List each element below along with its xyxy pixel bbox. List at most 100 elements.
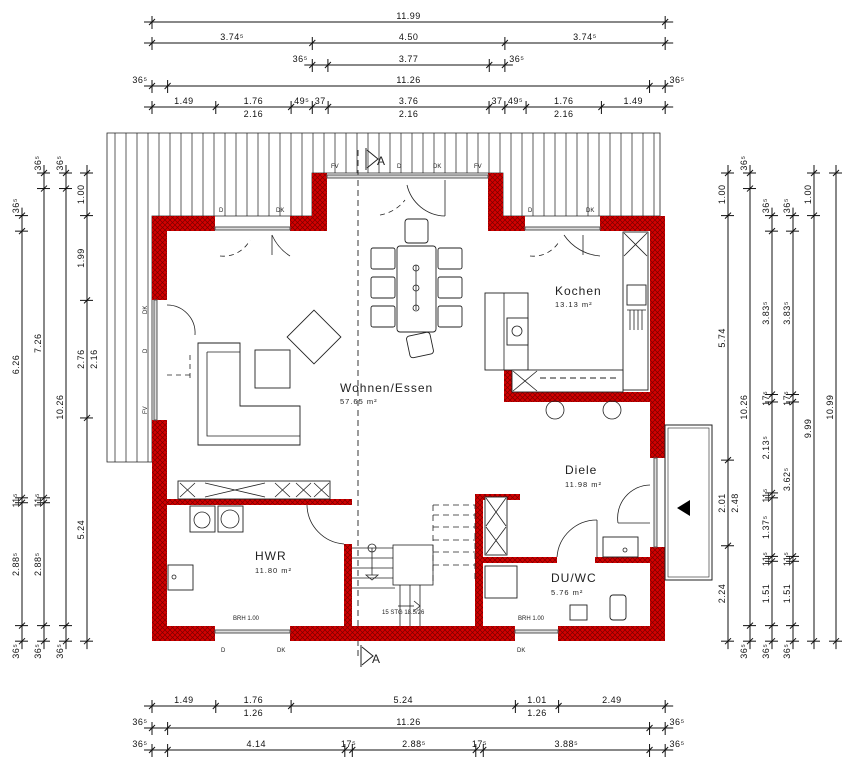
dimension-label: 2.88⁵ (33, 552, 43, 576)
dimension-label: 36⁵ (132, 75, 147, 85)
dimension-label: 6.26 (11, 355, 21, 375)
dimension-label: 1.49 (174, 695, 194, 705)
interior-floor (167, 188, 650, 626)
dimension-label: 11⁵ (761, 552, 771, 567)
dimension-label: 36⁵ (293, 54, 308, 64)
dimension-tick (62, 637, 70, 645)
dimension-tick (661, 82, 669, 90)
dimension-label: 10.99 (825, 395, 835, 420)
dimension-label: 1.00 (76, 185, 86, 205)
dimension-label: 2.16 (89, 349, 99, 369)
dimension-label: 1.76 (554, 96, 574, 106)
windows (153, 174, 658, 634)
dimension-tick (308, 39, 316, 47)
window-label: DK (276, 208, 284, 214)
dimension-tick (148, 39, 156, 47)
room-area: 57.65 m² (340, 397, 378, 406)
dimension-label: 36⁵ (55, 155, 65, 170)
dimension-tick (479, 746, 487, 754)
dimension-tick (501, 39, 509, 47)
dimension-tick (789, 391, 797, 398)
dimension-tick (724, 212, 732, 219)
dimension-tick (148, 82, 156, 90)
utility-furniture (167, 480, 331, 591)
dimension-tick (40, 499, 48, 507)
dimension-tick (341, 746, 349, 754)
dimension-label: 11⁵ (33, 493, 43, 508)
dimension-tick (348, 746, 356, 754)
dimension-label: 7.26 (33, 333, 43, 353)
dimension-tick (308, 103, 316, 111)
dimension-tick (724, 542, 732, 550)
dimension-label: 1.26 (527, 708, 547, 718)
dimension-tick (148, 18, 156, 26)
dimension-label: 2.24 (717, 584, 727, 604)
dimension-label: 36⁵ (782, 644, 792, 659)
room-name-hwr: HWR (255, 549, 287, 563)
dimension-label: 4.14 (246, 739, 266, 749)
dimension-tick (768, 212, 776, 219)
dimension-label: 36⁵ (11, 644, 21, 659)
dimension-tick (18, 637, 26, 645)
dimension-tick (555, 702, 562, 710)
dimension-tick (472, 746, 480, 754)
section-marker-bottom: A (360, 645, 380, 667)
room-labels: Wohnen/Essen 57.65 m² Kochen 13.13 m² Di… (255, 284, 602, 597)
window-label: D (528, 208, 533, 214)
dimension-label: 3.74⁵ (573, 32, 597, 42)
dimension-label: 3.62⁵ (782, 467, 792, 491)
dimension-tick (661, 724, 669, 732)
room-name-kochen: Kochen (555, 284, 602, 298)
dimension-label: 36⁵ (670, 75, 685, 85)
dimension-tick (40, 494, 48, 502)
dimension-label: 5.24 (393, 695, 413, 705)
dimension-tick (810, 212, 818, 219)
dimension-label: 36⁵ (670, 717, 685, 727)
dimension-label: 11⁵ (11, 493, 21, 508)
dimension-label: 36⁵ (509, 54, 524, 64)
entrance-canopy (664, 424, 713, 581)
dimension-tick (789, 557, 797, 565)
dimension-tick (18, 499, 26, 507)
dimension-label: 11⁵ (782, 552, 792, 567)
bathroom-fixtures (484, 496, 639, 621)
dimension-label: 4.50 (399, 32, 419, 42)
sill-height-label: BRH 1.00 (518, 616, 545, 622)
dimension-tick (746, 185, 754, 192)
dimension-tick (661, 18, 669, 26)
dimension-tick (287, 103, 295, 111)
dimension-label: 36⁵ (33, 644, 43, 659)
dimension-tick (789, 637, 797, 645)
window-label: FV (331, 164, 339, 170)
dining-set (370, 218, 463, 359)
dimension-tick (62, 622, 70, 629)
dimension-label: 1.00 (803, 185, 813, 205)
dimension-tick (18, 622, 26, 629)
window-label: FV (474, 164, 482, 170)
dimension-label: 36⁵ (670, 739, 685, 749)
dimension-tick (789, 622, 797, 629)
dimension-label: 36⁵ (11, 198, 21, 213)
dimension-label: 36⁵ (55, 644, 65, 659)
dimension-label: 5.74 (717, 328, 727, 348)
dimension-tick (212, 103, 220, 111)
dimension-tick (148, 702, 156, 710)
dimension-tick (646, 746, 653, 754)
dimension-tick (522, 103, 530, 111)
dimension-tick (485, 61, 493, 69)
dimension-label: 2.49 (602, 695, 622, 705)
dimension-tick (148, 724, 156, 732)
dimension-label: 10.26 (55, 395, 65, 420)
window-label: D (143, 348, 149, 353)
dimension-tick (40, 169, 48, 177)
dimension-tick (83, 169, 91, 177)
dimension-tick (83, 212, 91, 219)
dimension-label: 17⁵ (782, 391, 792, 406)
dimension-label: 36⁵ (739, 644, 749, 659)
dimension-label: 5.24 (76, 520, 86, 540)
room-area: 13.13 m² (555, 300, 593, 309)
dimension-label: 1.49 (624, 96, 644, 106)
dimension-tick (789, 212, 797, 219)
dimension-label: 11⁵ (761, 488, 771, 503)
